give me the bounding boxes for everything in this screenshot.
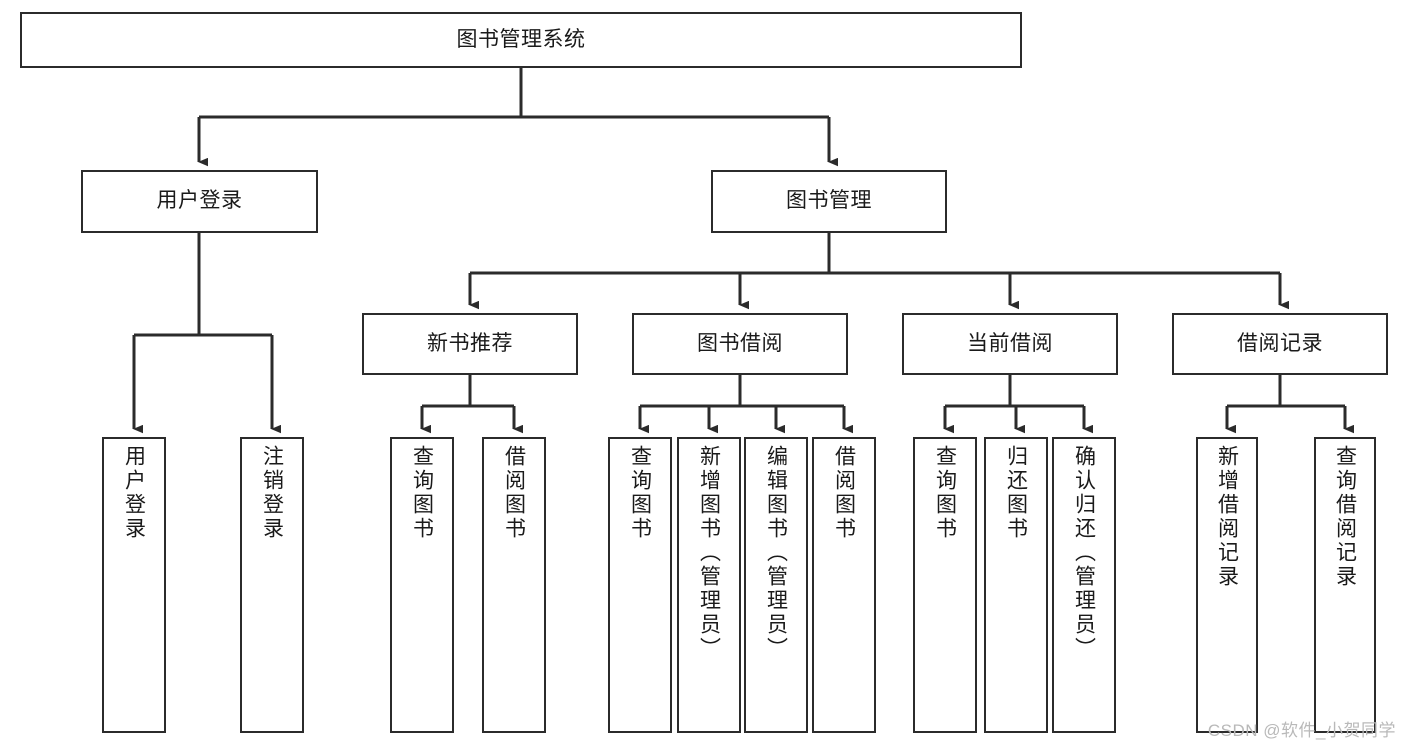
node-leaf-edit-book-label: 编辑图书（管理员）	[764, 445, 788, 661]
node-leaf-return-book-label: 归还图书	[1004, 445, 1028, 541]
node-leaf-query-record[interactable]: 查询借阅记录	[1314, 437, 1376, 733]
node-leaf-user-login[interactable]: 用户登录	[102, 437, 166, 733]
csdn-watermark: CSDN @软件_小贺同学	[1207, 721, 1396, 740]
node-leaf-user-logout-label: 注销登录	[260, 445, 284, 541]
node-leaf-confirm-return-label: 确认归还（管理员）	[1072, 445, 1096, 661]
node-leaf-add-book[interactable]: 新增图书（管理员）	[677, 437, 741, 733]
node-user-login-label: 用户登录	[156, 189, 243, 213]
node-leaf-borrow-book-2-label: 借阅图书	[832, 445, 856, 541]
node-leaf-user-logout[interactable]: 注销登录	[240, 437, 304, 733]
node-leaf-return-book[interactable]: 归还图书	[984, 437, 1048, 733]
node-book-borrow-label: 图书借阅	[697, 331, 783, 355]
node-root[interactable]: 图书管理系统	[20, 12, 1022, 68]
node-leaf-query-book-3-label: 查询图书	[933, 445, 957, 541]
node-leaf-confirm-return[interactable]: 确认归还（管理员）	[1052, 437, 1116, 733]
node-root-label: 图书管理系统	[456, 27, 586, 51]
node-current-borrow[interactable]: 当前借阅	[902, 313, 1118, 375]
node-leaf-query-book-2[interactable]: 查询图书	[608, 437, 672, 733]
node-leaf-add-record-label: 新增借阅记录	[1215, 445, 1239, 589]
node-leaf-borrow-book-2[interactable]: 借阅图书	[812, 437, 876, 733]
node-book-manage-label: 图书管理	[786, 189, 872, 213]
node-leaf-add-book-label: 新增图书（管理员）	[697, 445, 721, 661]
node-book-manage[interactable]: 图书管理	[711, 170, 947, 233]
node-leaf-borrow-book-1-label: 借阅图书	[502, 445, 526, 541]
node-leaf-query-book-2-label: 查询图书	[628, 445, 652, 541]
node-borrow-record-label: 借阅记录	[1237, 331, 1323, 355]
node-user-login[interactable]: 用户登录	[81, 170, 318, 233]
node-new-book-recommend-label: 新书推荐	[427, 331, 513, 355]
node-leaf-query-book-1[interactable]: 查询图书	[390, 437, 454, 733]
node-book-borrow[interactable]: 图书借阅	[632, 313, 848, 375]
node-borrow-record[interactable]: 借阅记录	[1172, 313, 1388, 375]
node-leaf-user-login-label: 用户登录	[122, 445, 146, 541]
node-leaf-edit-book[interactable]: 编辑图书（管理员）	[744, 437, 808, 733]
node-new-book-recommend[interactable]: 新书推荐	[362, 313, 578, 375]
node-leaf-query-record-label: 查询借阅记录	[1333, 445, 1357, 589]
node-leaf-add-record[interactable]: 新增借阅记录	[1196, 437, 1258, 733]
node-leaf-query-book-1-label: 查询图书	[410, 445, 434, 541]
node-leaf-query-book-3[interactable]: 查询图书	[913, 437, 977, 733]
node-current-borrow-label: 当前借阅	[967, 331, 1053, 355]
node-leaf-borrow-book-1[interactable]: 借阅图书	[482, 437, 546, 733]
